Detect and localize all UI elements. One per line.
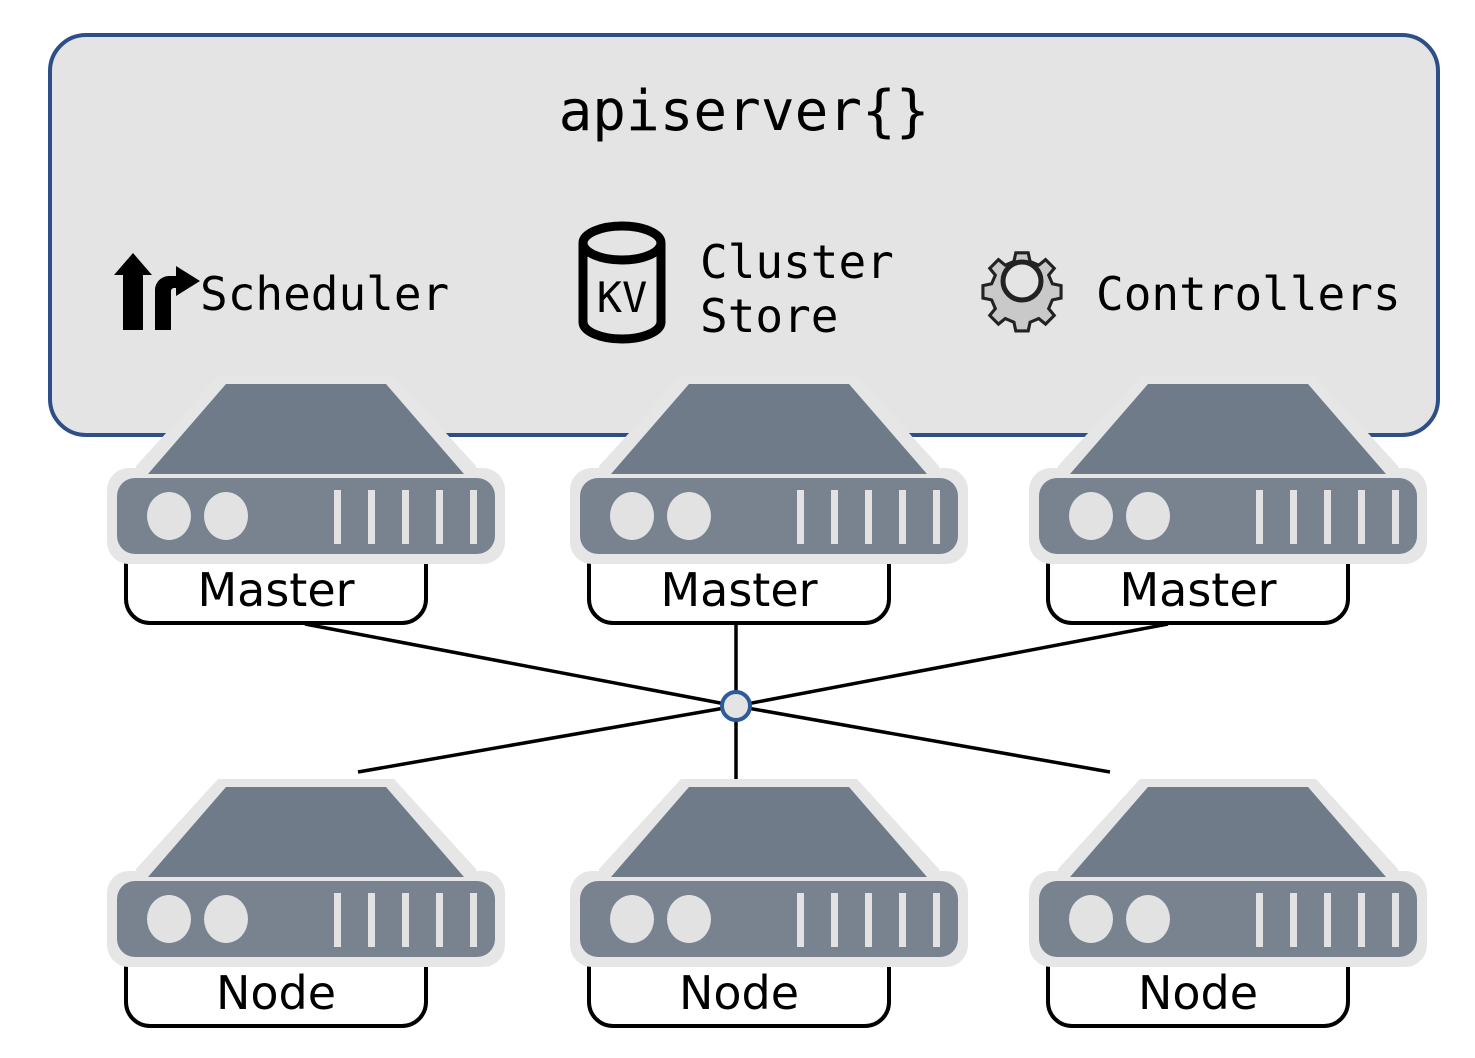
link-master3-junction bbox=[735, 622, 1169, 708]
node-1-label: Node bbox=[216, 966, 336, 1020]
cluster-store-label-line2: Store bbox=[700, 289, 838, 343]
link-master1-junction bbox=[304, 622, 737, 708]
page-title: apiserver{} bbox=[559, 79, 930, 144]
master-1-label: Master bbox=[197, 563, 354, 617]
master-2-label: Master bbox=[660, 563, 817, 617]
scheduler-arrows-icon bbox=[114, 253, 200, 330]
node-3[interactable]: Node bbox=[1029, 779, 1427, 1020]
master-1[interactable]: Master bbox=[107, 376, 505, 617]
node-3-label: Node bbox=[1138, 966, 1258, 1020]
cluster-store-kv-label: KV bbox=[597, 273, 648, 322]
master-2[interactable]: Master bbox=[570, 376, 968, 617]
gear-icon bbox=[981, 251, 1063, 333]
cluster-store-label-line1: Cluster bbox=[700, 235, 894, 289]
controllers-label: Controllers bbox=[1096, 267, 1401, 321]
node-1[interactable]: Node bbox=[107, 779, 505, 1020]
node-2[interactable]: Node bbox=[570, 779, 968, 1020]
database-cylinder-icon: KV bbox=[578, 221, 666, 344]
link-junction-node1 bbox=[357, 704, 737, 774]
component-controllers: Controllers bbox=[981, 251, 1401, 333]
master-3[interactable]: Master bbox=[1029, 376, 1427, 617]
component-cluster-store: KV Cluster Store bbox=[578, 221, 894, 344]
node-2-label: Node bbox=[679, 966, 799, 1020]
link-junction-node3 bbox=[735, 704, 1111, 774]
component-scheduler: Scheduler bbox=[114, 253, 449, 330]
connection-lines bbox=[304, 620, 1169, 780]
scheduler-label: Scheduler bbox=[200, 267, 449, 321]
master-3-label: Master bbox=[1119, 563, 1276, 617]
connection-junction-dot bbox=[720, 690, 752, 722]
